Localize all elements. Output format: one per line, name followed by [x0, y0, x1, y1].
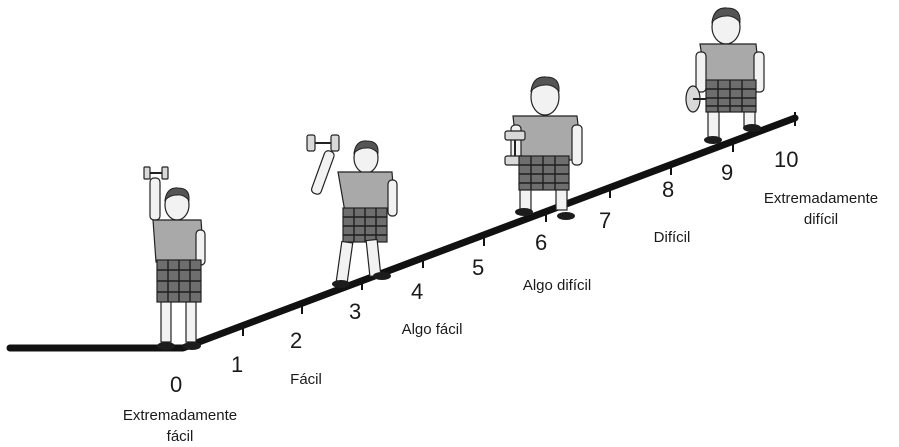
- tick-label-7: 7: [599, 208, 611, 233]
- tick-label-3: 3: [349, 299, 361, 324]
- descriptor-10-line2: difícil: [804, 211, 838, 228]
- descriptor-6: Algo difícil: [523, 277, 591, 294]
- descriptor-0-line2: fácil: [167, 428, 194, 445]
- figure-at-9: [685, 7, 765, 144]
- descriptor-2: Fácil: [290, 371, 322, 388]
- dumbbell-icon: [306, 134, 340, 152]
- figure-at-6: [504, 76, 583, 220]
- descriptor-4: Algo fácil: [402, 321, 463, 338]
- tick-label-5: 5: [472, 255, 484, 280]
- tick-label-6: 6: [535, 230, 547, 255]
- descriptor-0-line1: Extremadamente: [123, 407, 237, 424]
- tick-marks: [242, 142, 734, 336]
- tick-label-10: 10: [774, 147, 798, 172]
- dumbbell-icon: [143, 166, 169, 180]
- descriptor-8: Difícil: [654, 229, 691, 246]
- tick-label-0: 0: [170, 372, 182, 397]
- tick-label-8: 8: [662, 177, 674, 202]
- tick-label-9: 9: [721, 160, 733, 185]
- descriptor-10-line1: Extremadamente: [764, 190, 878, 207]
- tick-label-1: 1: [231, 352, 243, 377]
- figure-at-3: [306, 134, 398, 288]
- figure-at-0: [143, 166, 206, 350]
- tick-label-2: 2: [290, 328, 302, 353]
- ramp-line: [6, 114, 799, 352]
- tick-label-4: 4: [411, 279, 423, 304]
